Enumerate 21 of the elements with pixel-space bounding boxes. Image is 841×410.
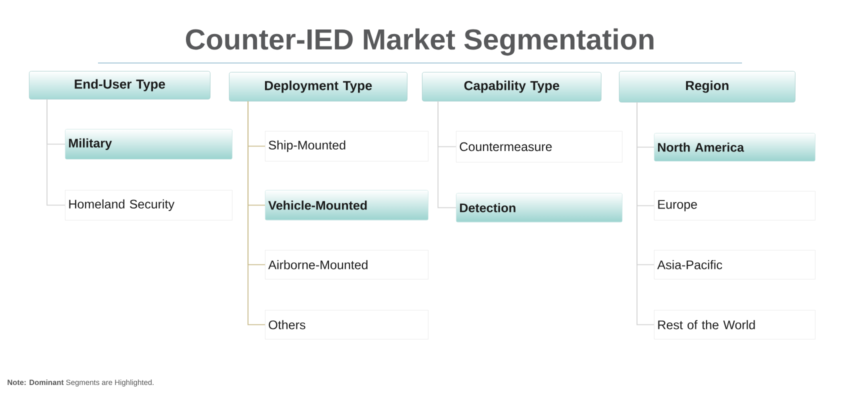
highlighted-segment-box: Vehicle-Mounted <box>265 190 428 220</box>
highlighted-segment-box: Detection <box>456 193 622 222</box>
category-box: Capability Type <box>422 72 602 102</box>
segment-box: Europe <box>654 191 816 220</box>
highlighted-segment-box: North America <box>654 133 816 162</box>
segment-box: Countermeasure <box>456 131 622 162</box>
connector-line <box>46 98 66 206</box>
title: Counter-IED Market Segmentation <box>186 28 654 56</box>
segment-box: Ship-Mounted <box>265 131 428 162</box>
highlighted-segment-box: Military <box>65 129 232 160</box>
segment-box: Rest of the World <box>654 310 816 340</box>
connector-line <box>636 102 654 326</box>
connector-line <box>438 100 456 208</box>
category-box: End-User Type <box>29 71 210 100</box>
segment-box: Asia-Pacific <box>654 250 816 280</box>
connector-line <box>248 100 266 326</box>
segment-box: Homeland Security <box>65 190 232 220</box>
category-box: Region <box>619 71 796 102</box>
segment-box: Airborne-Mounted <box>265 250 428 280</box>
category-box: Deployment Type <box>229 72 408 102</box>
segment-box: Others <box>265 310 428 340</box>
